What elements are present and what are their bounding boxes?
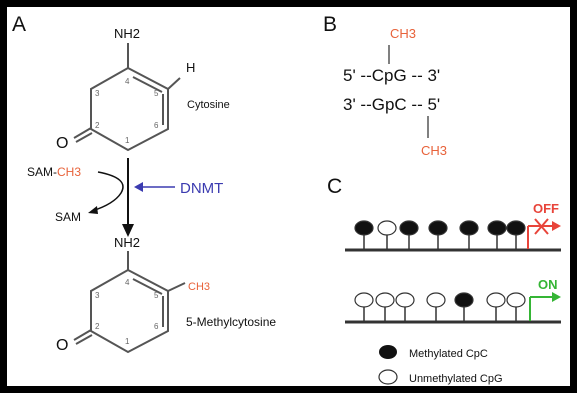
- unmethylated-cpg-marker: [426, 292, 446, 308]
- methylcytosine-atom-4: 4: [125, 278, 130, 287]
- legend-unmethylated-label: Unmethylated CpG: [409, 373, 503, 385]
- donor-methyl-label: CH3: [57, 165, 81, 179]
- cytosine-nh2-label: NH2: [114, 26, 140, 41]
- unmethylated-cpg-marker: [354, 292, 374, 308]
- cpg-strand-top: 5' --CpG -- 3': [343, 66, 440, 85]
- unmethylated-cpg-marker: [395, 292, 415, 308]
- legend-unmethylated-marker: [378, 369, 398, 385]
- on-promoter-arrow: [529, 292, 561, 321]
- methylated-cpg-marker: [354, 220, 374, 236]
- methylcytosine-atom-6: 6: [154, 322, 159, 331]
- panel-a-letter: A: [12, 13, 26, 36]
- methylcytosine-atom-1: 1: [125, 337, 130, 346]
- cpg-row-active: [354, 292, 526, 321]
- off-label: OFF: [533, 201, 559, 216]
- on-label: ON: [538, 277, 558, 292]
- methylcytosine-atom-3: 3: [95, 291, 100, 300]
- unmethylated-cpg-marker: [377, 220, 397, 236]
- methylated-cpg-marker: [459, 220, 479, 236]
- cpg-row-silenced: [354, 220, 526, 249]
- methylcytosine-name: 5-Methylcytosine: [186, 315, 276, 329]
- cytosine-structure: [73, 43, 181, 152]
- legend-methylated-marker: [379, 345, 397, 359]
- sam-label: SAM: [55, 210, 81, 224]
- methylcytosine-o-label: O: [56, 337, 68, 354]
- cytosine-atom-2: 2: [95, 121, 100, 130]
- panel-c-letter: C: [327, 175, 342, 198]
- cpg-strand-bottom: 3' --GpC -- 5': [343, 95, 440, 114]
- cytosine-h-label: H: [186, 60, 195, 75]
- cpg-bottom-methyl-label: CH3: [421, 143, 447, 158]
- methylated-cpg-marker: [487, 220, 507, 236]
- sam-arrowhead: [88, 206, 98, 214]
- unmethylated-cpg-marker: [486, 292, 506, 308]
- methylated-cpg-marker: [399, 220, 419, 236]
- methylated-cpg-marker: [428, 220, 448, 236]
- cytosine-atom-3: 3: [95, 89, 100, 98]
- unmethylated-cpg-marker: [375, 292, 395, 308]
- unmethylated-cpg-marker: [506, 292, 526, 308]
- methylcytosine-atom-2: 2: [95, 322, 100, 331]
- methylcytosine-methyl-label: CH3: [188, 281, 210, 293]
- methylcytosine-atom-5: 5: [154, 291, 159, 300]
- off-promoter-arrow: [527, 218, 561, 249]
- legend-methylated-label: Methylated CpC: [409, 348, 488, 360]
- cytosine-o-label: O: [56, 135, 68, 152]
- methylcytosine-structure: [73, 251, 186, 354]
- reaction-arrow: [122, 158, 134, 237]
- cytosine-atom-5: 5: [154, 89, 159, 98]
- cpg-top-methyl-label: CH3: [390, 26, 416, 41]
- methylated-cpg-marker: [454, 292, 474, 308]
- methylated-cpg-marker: [506, 220, 526, 236]
- sam-curve-arrow: [91, 171, 124, 212]
- dnmt-arrow: [134, 182, 175, 192]
- cytosine-atom-6: 6: [154, 121, 159, 130]
- cytosine-atom-1: 1: [125, 136, 130, 145]
- methylcytosine-nh2-label: NH2: [114, 235, 140, 250]
- panel-b-letter: B: [323, 13, 337, 36]
- cytosine-name: Cytosine: [187, 99, 230, 111]
- dnmt-label: DNMT: [180, 180, 223, 197]
- cytosine-atom-4: 4: [125, 77, 130, 86]
- sam-ch3-donor: SAM-CH3: [27, 165, 81, 179]
